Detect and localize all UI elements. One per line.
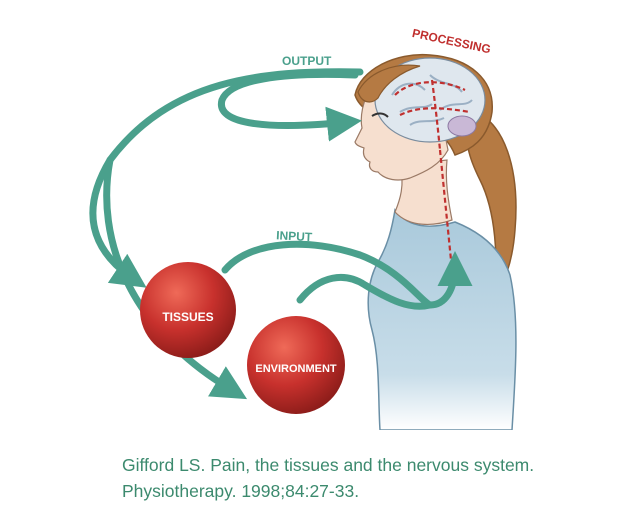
output-arrows xyxy=(89,68,364,400)
processing-label: PROCESSING xyxy=(411,26,492,56)
environment-label: ENVIRONMENT xyxy=(255,363,337,375)
eye xyxy=(371,112,389,118)
brain xyxy=(374,57,486,143)
pain-model-diagram: TISSUES ENVIRONMENT OUTPUT INPUT PROCESS… xyxy=(89,26,517,430)
torso xyxy=(367,208,517,430)
tissues-label: TISSUES xyxy=(162,310,213,324)
input-arrows xyxy=(221,240,473,310)
citation-line-1: Gifford LS. Pain, the tissues and the ne… xyxy=(122,455,535,475)
input-label: INPUT xyxy=(276,228,313,244)
citation-line-2: Physiotherapy. 1998;84:27-33. xyxy=(122,481,360,501)
environment-node: ENVIRONMENT xyxy=(247,316,345,414)
citation: Gifford LS. Pain, the tissues and the ne… xyxy=(122,452,534,504)
tissues-node: TISSUES xyxy=(140,262,236,358)
output-label: OUTPUT xyxy=(282,54,332,68)
bangs xyxy=(357,64,421,103)
